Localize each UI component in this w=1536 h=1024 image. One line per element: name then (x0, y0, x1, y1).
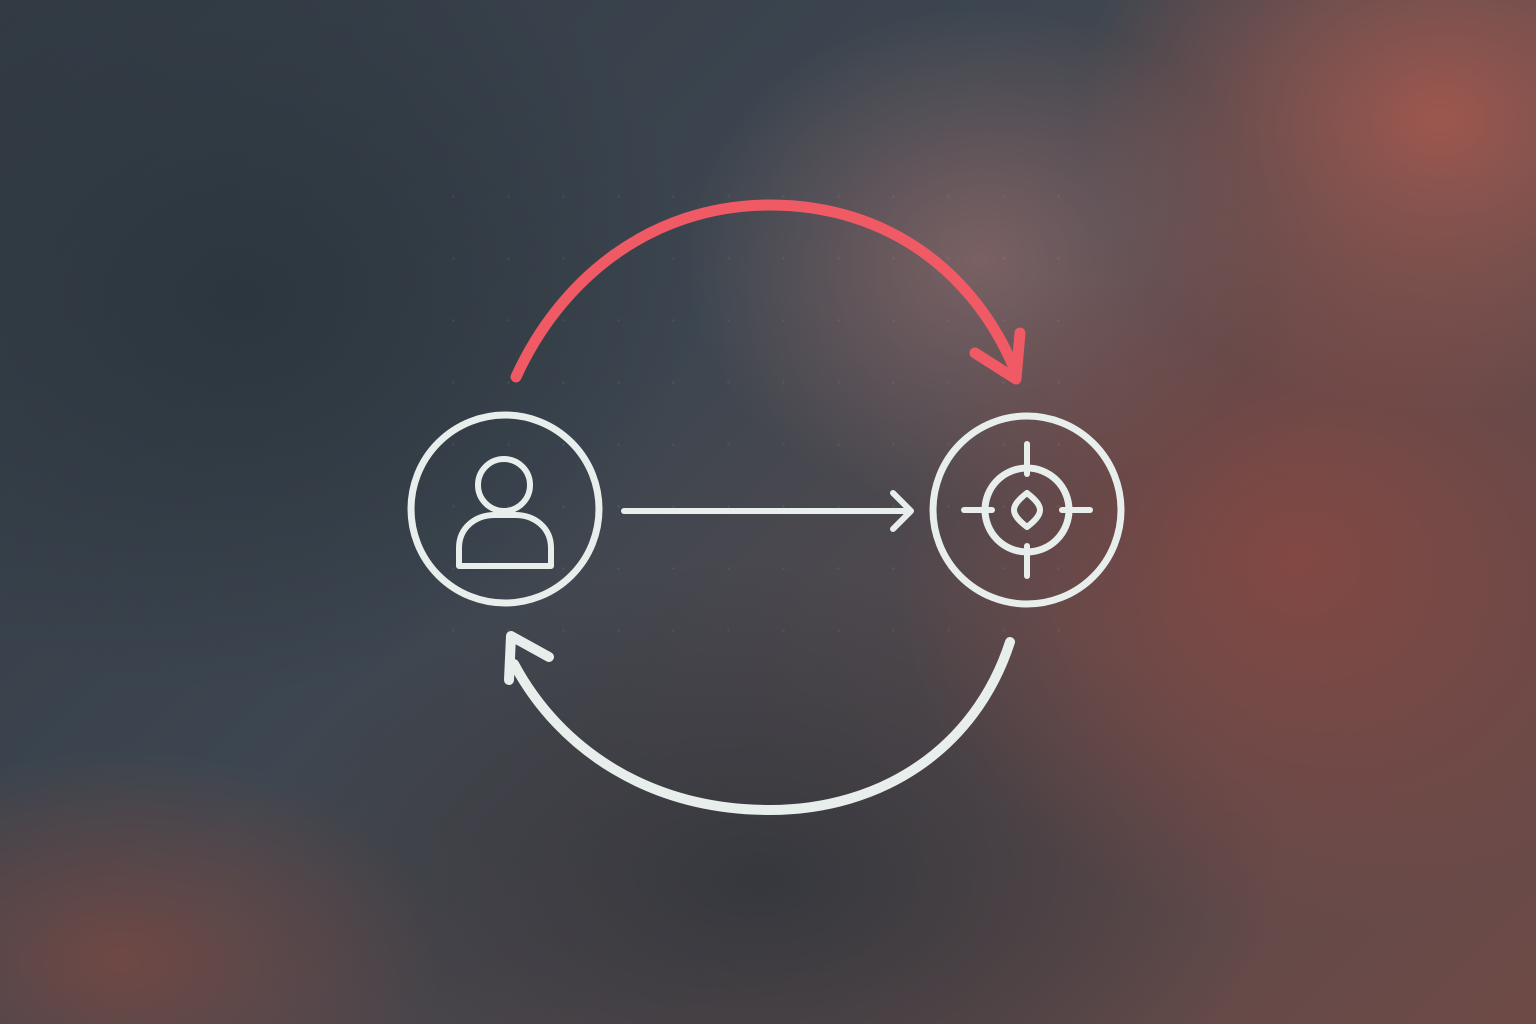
target-node-ring (929, 412, 1125, 608)
user-node (407, 411, 603, 607)
top-arc-arrow (510, 199, 1026, 385)
arrowhead-red (969, 327, 1026, 385)
user-node-ring (407, 411, 603, 607)
straight-arrow (621, 490, 914, 532)
user-icon (456, 456, 554, 569)
arrowhead-return (504, 631, 554, 685)
crosshair-target-icon (961, 441, 1093, 579)
bottom-arc-arrow (504, 631, 1015, 816)
target-node (929, 412, 1125, 608)
